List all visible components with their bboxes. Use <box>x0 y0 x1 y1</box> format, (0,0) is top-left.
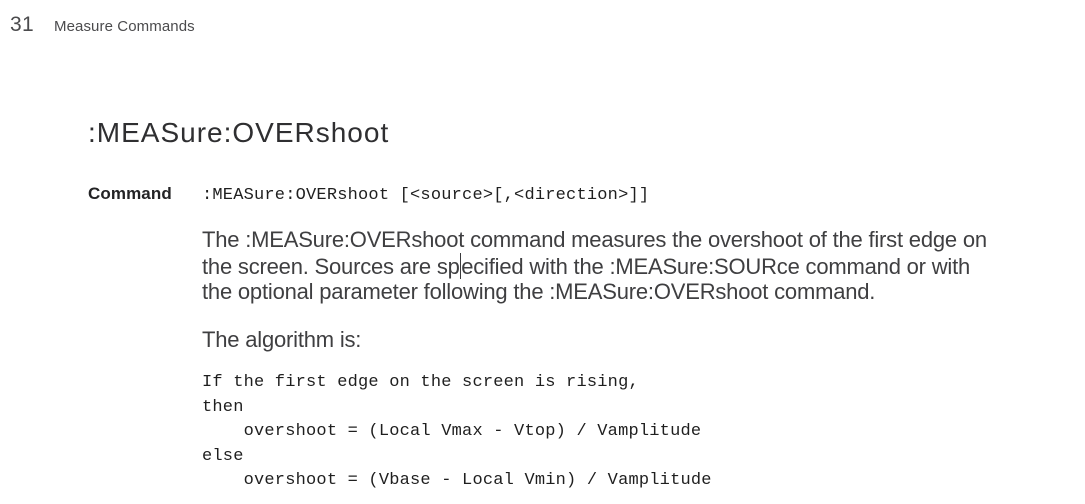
description-line-1: The :MEASure:OVERshoot command measures … <box>202 227 987 252</box>
description-line-2-before-caret: the screen. Sources are sp <box>202 253 460 279</box>
command-description: The :MEASure:OVERshoot command measures … <box>202 227 987 305</box>
chapter-number: 31 <box>10 13 34 36</box>
section-heading: :MEASure:OVERshoot <box>88 117 390 148</box>
description-line-3: the optional parameter following the :ME… <box>202 279 876 304</box>
algorithm-code-block: If the first edge on the screen is risin… <box>202 373 712 491</box>
command-label: Command <box>88 184 172 203</box>
page-header: 31 Measure Commands <box>10 13 195 37</box>
algorithm-intro: The algorithm is: <box>202 327 362 352</box>
description-line-2: the screen. Sources are specified with t… <box>202 252 987 280</box>
command-syntax: :MEASure:OVERshoot [<source>[,<direction… <box>202 186 650 205</box>
text-cursor-caret <box>459 252 462 279</box>
description-line-2-after-caret: ecified with the :MEASure:SOURce command… <box>461 253 971 279</box>
chapter-title: Measure Commands <box>53 18 195 35</box>
